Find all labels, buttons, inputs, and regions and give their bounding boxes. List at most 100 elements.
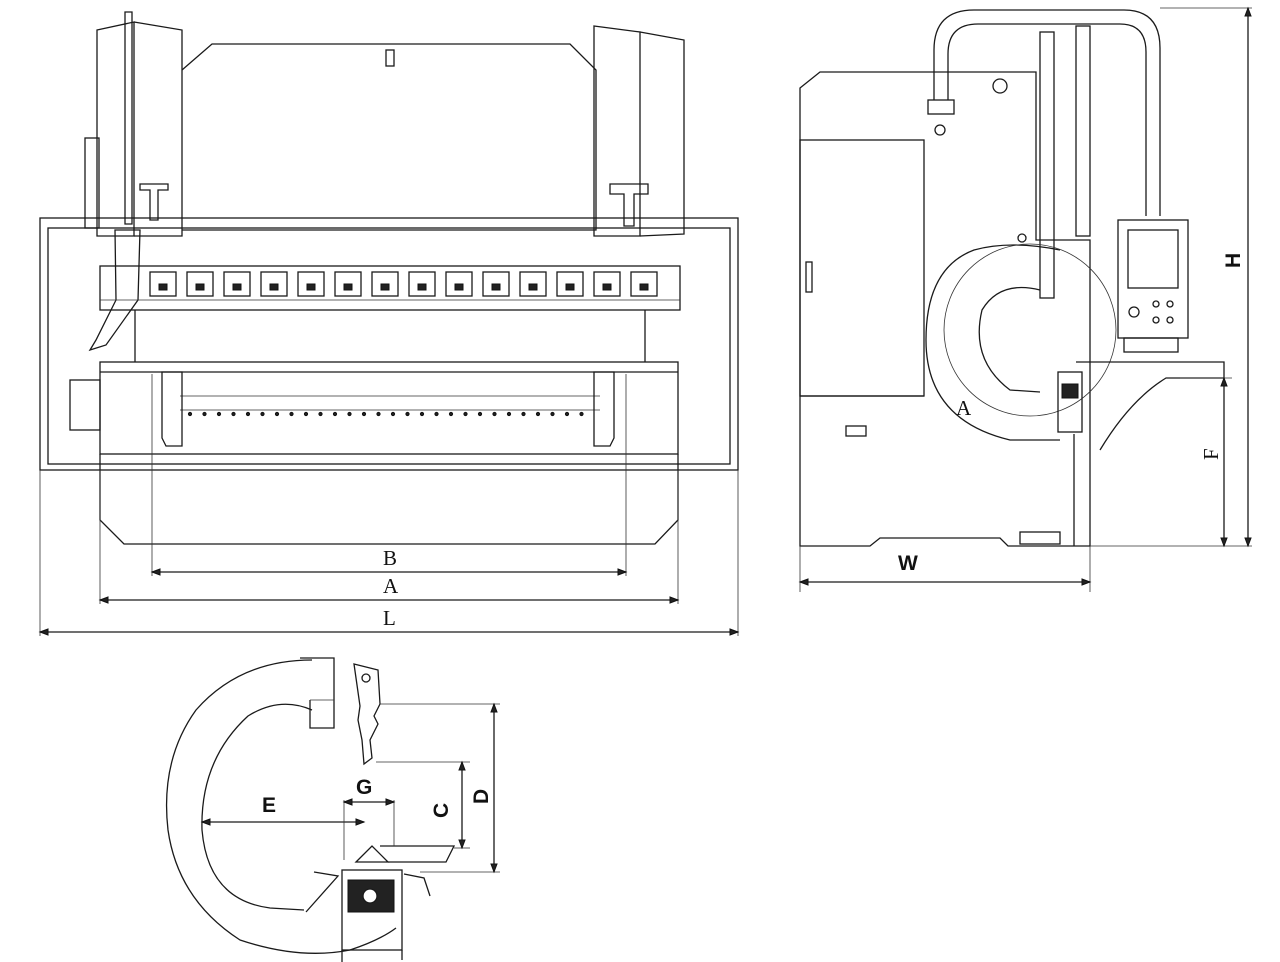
table-pin	[303, 411, 309, 417]
tool-clamp	[482, 271, 510, 297]
table-pin	[202, 411, 207, 417]
tool-clamp-bolt	[269, 283, 279, 291]
table-pins	[187, 411, 584, 417]
label-h: H	[1222, 253, 1245, 268]
tool-clamp	[186, 271, 214, 297]
side-ram-back	[1075, 25, 1091, 237]
label-e: E	[262, 794, 276, 817]
table-pin	[419, 411, 425, 417]
tool-clamp	[519, 271, 547, 297]
support-arm	[1076, 361, 1225, 451]
left-housing-side	[133, 21, 183, 237]
detail-support	[380, 845, 456, 863]
table-pin	[492, 411, 497, 417]
top-cover	[181, 43, 597, 231]
tool-clamp-bolt	[454, 283, 464, 291]
tool-clamp	[556, 271, 584, 297]
table-pin	[463, 411, 468, 417]
main-motor	[69, 379, 101, 431]
pendant-top-arm	[933, 9, 1161, 216]
tool-clamp	[445, 271, 473, 297]
right-finger	[593, 371, 615, 447]
table-pin	[318, 411, 323, 417]
table-pin	[245, 411, 251, 417]
pendant-arm	[88, 229, 141, 352]
pendant-post	[124, 11, 133, 225]
upper-tool-clamps	[149, 271, 658, 297]
table-pin	[260, 411, 265, 417]
table-pin	[535, 411, 541, 417]
left-cylinder	[84, 137, 100, 229]
label-g: G	[356, 776, 372, 799]
tool-clamp	[223, 271, 251, 297]
detail-die-v	[354, 845, 390, 863]
table-pin	[579, 411, 584, 417]
tool-clamp	[334, 271, 362, 297]
right-housing	[593, 25, 641, 237]
detail-view: E G C D	[165, 657, 500, 962]
side-door	[799, 139, 925, 397]
tool-clamp	[630, 271, 658, 297]
table-pin	[521, 411, 526, 417]
side-slot	[845, 425, 867, 437]
detail-clamp-right	[403, 873, 431, 897]
tool-clamp-bolt	[602, 283, 612, 291]
lower-beam	[99, 361, 679, 455]
tool-clamp-bolt	[343, 283, 353, 291]
table-pin	[390, 411, 396, 417]
side-lower-tool	[1057, 371, 1083, 433]
throat	[925, 244, 1061, 441]
tool-clamp-bolt	[491, 283, 501, 291]
left-housing	[96, 21, 135, 237]
label-a: A	[383, 574, 399, 598]
table-pin	[347, 411, 352, 417]
table-pin	[564, 411, 570, 417]
label-f: F	[1199, 448, 1223, 460]
tool-clamp-bolt	[565, 283, 575, 291]
front-view: B A L	[38, 11, 740, 636]
label-d: D	[470, 789, 493, 804]
label-l: L	[383, 606, 396, 630]
detail-clamp-left	[305, 871, 340, 913]
table-pin	[216, 411, 222, 417]
tool-clamp-bolt	[195, 283, 205, 291]
tool-clamp	[408, 271, 436, 297]
table-pin	[289, 411, 294, 417]
table-pin	[434, 411, 439, 417]
tool-clamp-bolt	[417, 283, 427, 291]
foot-pedal	[1019, 531, 1061, 545]
bottom-apron	[99, 454, 679, 545]
tool-clamp-bolt	[158, 283, 168, 291]
detail-outer-arc	[165, 659, 351, 954]
table-pin	[274, 411, 280, 417]
tool-clamp	[149, 271, 177, 297]
side-view: A H F W	[798, 6, 1252, 592]
cover-mark	[385, 49, 395, 67]
right-t-slot	[609, 183, 649, 227]
tool-clamp-bolt	[306, 283, 316, 291]
upper-ram	[99, 265, 681, 311]
control-screen	[1127, 229, 1179, 289]
table-pin	[448, 411, 454, 417]
tool-clamp	[593, 271, 621, 297]
detail-die-block	[341, 869, 403, 951]
detail-beam	[300, 657, 335, 729]
tool-clamp-bolt	[639, 283, 649, 291]
table-pin	[332, 411, 338, 417]
table-pin	[506, 411, 512, 417]
front-frame-inner	[47, 227, 731, 465]
label-w: W	[898, 552, 918, 575]
tool-clamp-bolt	[380, 283, 390, 291]
table-pin	[405, 411, 410, 417]
door-handle	[805, 261, 813, 293]
side-body	[799, 71, 1091, 547]
tool-clamp	[297, 271, 325, 297]
label-a-side: A	[956, 396, 972, 420]
table-pin	[376, 411, 381, 417]
table-pin	[231, 411, 236, 417]
detail-punch	[353, 663, 381, 766]
tool-clamp-bolt	[528, 283, 538, 291]
table-pin	[361, 411, 367, 417]
tool-clamp	[260, 271, 288, 297]
